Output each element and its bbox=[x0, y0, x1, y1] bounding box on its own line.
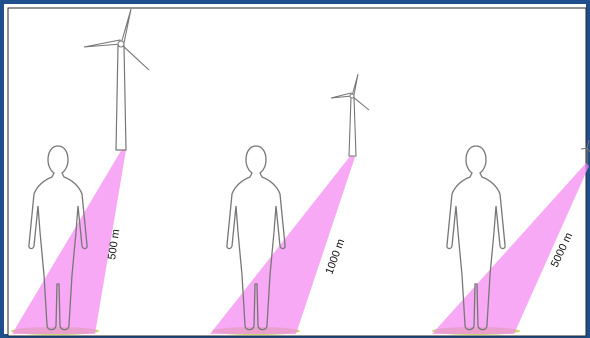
turbine-tower bbox=[116, 46, 126, 150]
turbine-hub bbox=[118, 41, 124, 47]
turbine-hub bbox=[350, 94, 354, 98]
